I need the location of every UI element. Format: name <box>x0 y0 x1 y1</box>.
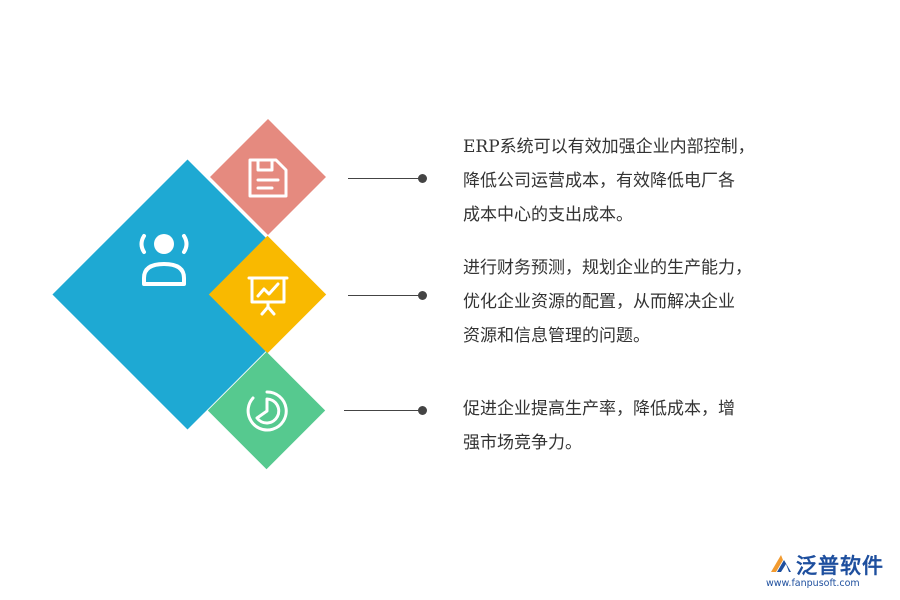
save-document-icon <box>246 156 290 200</box>
item1-text: ERP系统可以有效加强企业内部控制， 降低公司运营成本，有效降低电厂各 成本中心… <box>463 130 803 232</box>
item3-text: 促进企业提高生产率，降低成本，增 强市场竞争力。 <box>463 392 803 460</box>
pie-chart-icon <box>245 389 289 433</box>
item2-line: 优化企业资源的配置，从而解决企业 <box>463 292 735 312</box>
item2-line: 资源和信息管理的问题。 <box>463 326 650 346</box>
connector-line-1 <box>348 178 422 179</box>
logo-mark-icon <box>771 555 791 572</box>
item3-line: 强市场竞争力。 <box>463 433 582 453</box>
item2-line: 进行财务预测，规划企业的生产能力， <box>463 258 752 278</box>
item1-line: 降低公司运营成本，有效降低电厂各 <box>463 171 735 191</box>
connector-line-3 <box>344 410 422 411</box>
user-sound-icon <box>130 228 198 290</box>
logo-name: 泛普软件 <box>796 554 884 578</box>
item1-line: ERP系统可以有效加强企业内部控制， <box>463 137 755 157</box>
item3-line: 促进企业提高生产率，降低成本，增 <box>463 399 735 419</box>
connector-dot-3 <box>418 406 427 415</box>
logo-url: www.fanpusoft.com <box>766 578 860 589</box>
presentation-chart-icon <box>246 273 290 317</box>
item2-text: 进行财务预测，规划企业的生产能力， 优化企业资源的配置，从而解决企业 资源和信息… <box>463 251 803 353</box>
item1-line: 成本中心的支出成本。 <box>463 205 633 225</box>
logo: 泛普软件 www.fanpusoft.com <box>764 548 894 594</box>
connector-dot-2 <box>418 291 427 300</box>
connector-dot-1 <box>418 174 427 183</box>
connector-line-2 <box>348 295 422 296</box>
